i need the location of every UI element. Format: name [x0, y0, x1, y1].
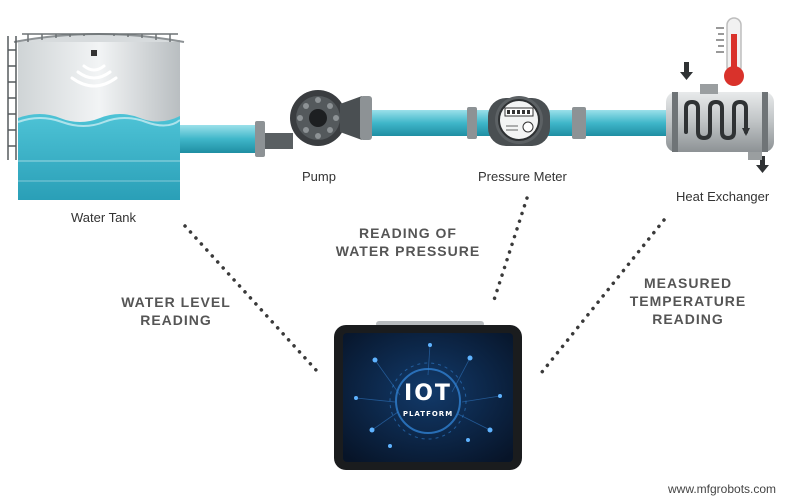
pump — [265, 90, 372, 149]
water-pressure-callout: READING OF WATER PRESSURE — [330, 224, 486, 260]
temperature-callout: MEASURED TEMPERATURE READING — [628, 274, 748, 328]
heat-exchanger — [666, 62, 774, 173]
heat-exchanger-label: Heat Exchanger — [676, 189, 770, 204]
connector-water-pressure — [492, 196, 529, 302]
thermometer-icon — [716, 17, 744, 86]
connector-water-level — [183, 224, 318, 372]
watermark: www.mfgrobots.com — [668, 482, 777, 496]
pipe-meter-to-exchanger — [548, 107, 666, 139]
tank-ladder — [7, 36, 17, 160]
pressure-meter-label: Pressure Meter — [478, 169, 567, 184]
dotted-connectors — [183, 196, 666, 374]
callout-line: MEASURED — [643, 275, 733, 291]
water-tank-label: Water Tank — [71, 210, 137, 225]
network-nodes — [354, 343, 502, 448]
outlet-arrow-icon — [756, 156, 769, 173]
network-lines — [355, 344, 501, 431]
callout-line: TEMPERATURE — [629, 293, 747, 309]
iot-title: IOT — [404, 381, 452, 406]
iot-subtitle: PLATFORM — [402, 410, 454, 418]
callout-line: READING — [652, 311, 724, 327]
connector-temperature — [540, 218, 666, 374]
pump-label: Pump — [302, 169, 336, 184]
callout-line: READING OF — [359, 225, 457, 241]
callout-line: WATER PRESSURE — [335, 243, 481, 259]
inlet-arrow-icon — [680, 62, 693, 80]
water-level-callout: WATER LEVEL READING — [116, 293, 236, 329]
iot-tablet — [334, 321, 522, 470]
pipe-pump-to-meter — [372, 107, 492, 139]
pressure-meter — [488, 96, 550, 146]
pipe-tank-to-pump — [178, 121, 265, 157]
tank-railing — [22, 33, 178, 42]
callout-line: WATER LEVEL — [121, 294, 231, 310]
callout-line: READING — [140, 312, 212, 328]
level-sensor-icon — [70, 50, 118, 88]
water-tank — [7, 33, 185, 200]
